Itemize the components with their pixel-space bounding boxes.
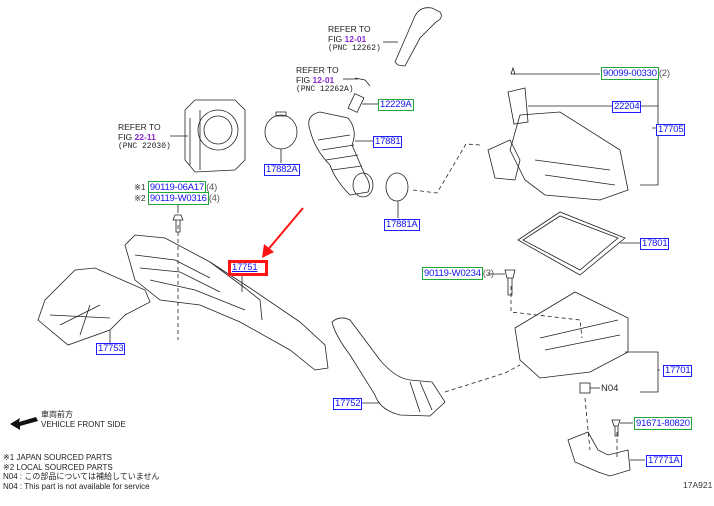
fastener-row-2: ※2 90119-W0316(4)	[134, 192, 220, 205]
vehicle-front-arrow-icon	[10, 417, 38, 430]
legend-line: N04 : この部品については補給していません	[3, 472, 160, 481]
fastener-row-1: ※1 90119-06A17(4)	[134, 181, 218, 194]
part-label-17881[interactable]: 17881	[373, 136, 403, 148]
intake-pipe-drawing	[394, 7, 442, 67]
fastener-label-90119-06A17[interactable]: 90119-06A17	[147, 181, 207, 194]
fastener-label-91671-80820[interactable]: 91671-80820	[634, 417, 692, 430]
fastener-row-5: 91671-80820	[634, 417, 692, 430]
clamp-17882A-drawing	[264, 114, 298, 150]
air-duct-17751-drawing	[124, 234, 329, 371]
part-label-22204[interactable]: 22204	[612, 101, 642, 113]
fastener-label-90119-W0234[interactable]: 90119-W0234	[422, 267, 483, 280]
air-filter-drawing	[517, 211, 626, 276]
legend-line: N04 : This part is not available for ser…	[3, 481, 150, 491]
vehicle-front-side-label: 車両前方 VEHICLE FRONT SIDE	[41, 410, 126, 429]
throttle-body-drawing	[184, 99, 246, 173]
part-label-17771A[interactable]: 17771A	[646, 455, 682, 467]
duct-cover-17753-drawing	[37, 267, 151, 346]
part-label-17752[interactable]: 17752	[333, 398, 363, 410]
bracket-17771A-drawing	[567, 431, 631, 477]
part-label-17882A[interactable]: 17882A	[264, 164, 300, 176]
part-label-17705[interactable]: 17705	[656, 124, 686, 136]
air-cleaner-lower-case-drawing	[514, 291, 629, 379]
part-label-17751-highlighted[interactable]: 17751	[228, 260, 269, 276]
fastener-row-4: 90119-W0234(3)	[422, 267, 494, 280]
air-hose-drawing	[308, 111, 374, 198]
diagram-id: 17A921	[683, 480, 713, 490]
part-label-12229A[interactable]: 12229A	[378, 99, 414, 111]
part-label-17801[interactable]: 17801	[640, 238, 670, 250]
refer-pnc-12262A[interactable]: REFER TO FIG 12-01 (PNC 12262A)	[296, 65, 354, 94]
refer-pnc-22030[interactable]: REFER TO FIG 22-11 (PNC 22030)	[118, 122, 171, 151]
part-label-17881A[interactable]: 17881A	[384, 219, 420, 231]
legend-line: ※1 JAPAN SOURCED PARTS	[3, 453, 112, 462]
legend: ※1 JAPAN SOURCED PARTS ※2 LOCAL SOURCED …	[3, 453, 159, 491]
intake-17752-drawing	[331, 317, 446, 417]
fastener-label-90119-W0316[interactable]: 90119-W0316	[147, 192, 209, 205]
part-label-17753[interactable]: 17753	[96, 343, 126, 355]
fastener-label-90099-00330[interactable]: 90099-00330	[601, 67, 659, 80]
mass-airflow-sensor-drawing	[507, 87, 529, 125]
clamp-17881A-drawing	[385, 172, 409, 202]
grommet-drawing	[579, 382, 591, 394]
highlight-arrow-icon	[262, 207, 304, 258]
part-label-17701[interactable]: 17701	[663, 365, 693, 377]
fastener-row-3: 90099-00330(2)	[601, 67, 670, 80]
legend-line: ※2 LOCAL SOURCED PARTS	[3, 462, 113, 472]
air-cleaner-assembly-drawing	[487, 111, 629, 201]
n04-callout: N04	[601, 383, 619, 394]
refer-pnc-12262[interactable]: REFER TO FIG 12-01 (PNC 12262)	[328, 24, 381, 53]
